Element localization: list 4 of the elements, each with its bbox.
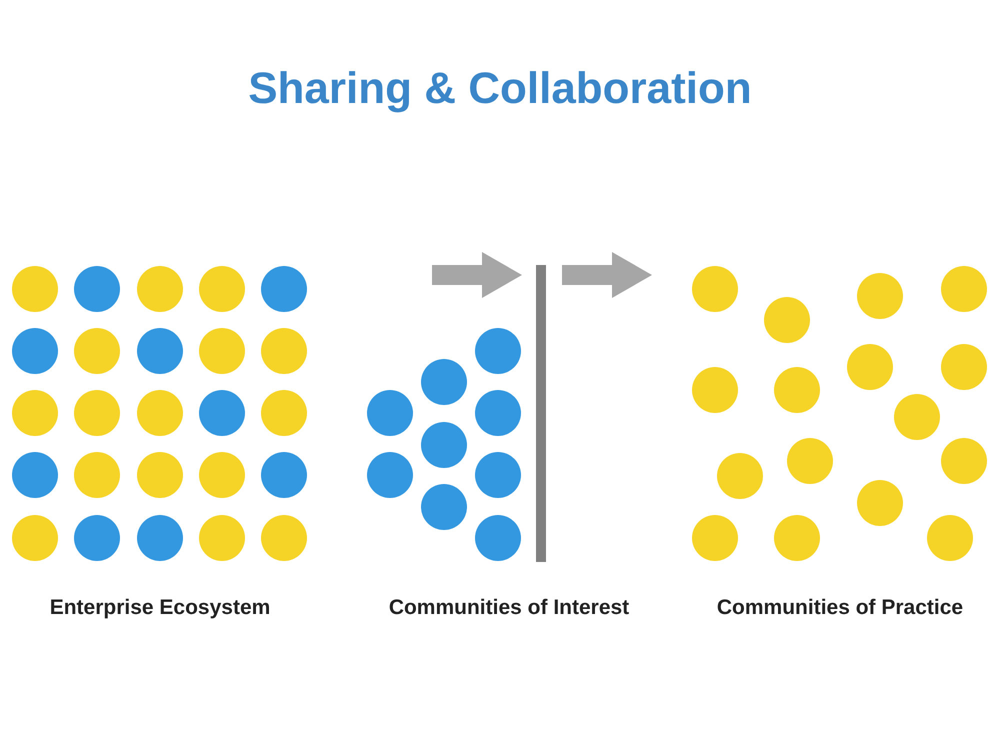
section-caption: Communities of Practice xyxy=(716,596,964,620)
section-caption: Enterprise Ecosystem xyxy=(48,596,272,620)
diagram-title: Sharing & Collaboration xyxy=(247,64,753,114)
section-caption: Communities of Interest xyxy=(388,596,630,620)
